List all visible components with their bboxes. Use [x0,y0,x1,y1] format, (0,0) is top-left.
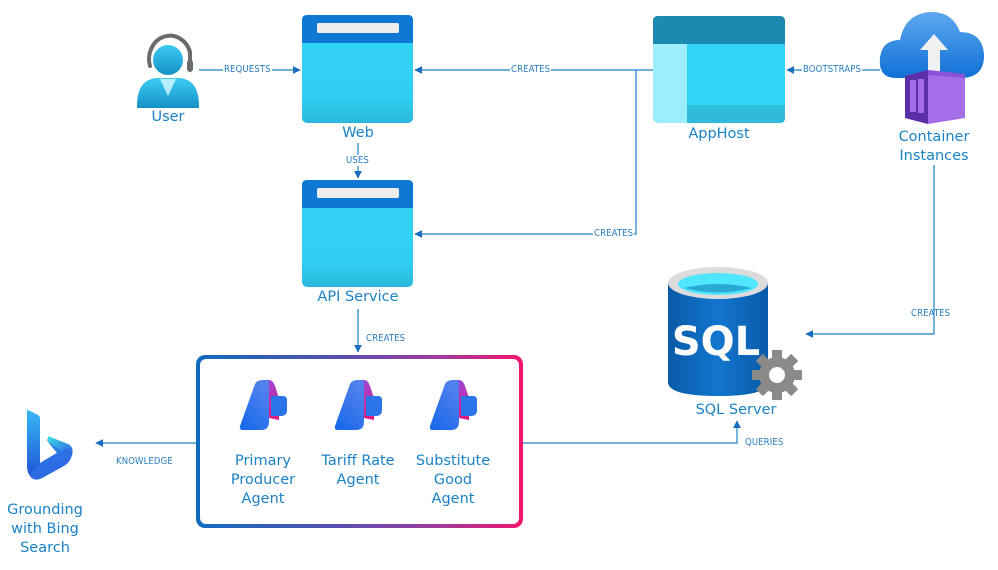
sql-icon-text: SQL [672,319,760,365]
sql-server-label: SQL Server [695,402,777,418]
edge-queries [523,420,741,444]
agent-label: Substitute Good Agent [415,453,491,507]
api-service-label: API Service [317,289,399,305]
apphost-window-icon[interactable] [653,16,785,123]
bing-label: Grounding with Bing Search [7,502,83,556]
user-headset-icon[interactable] [137,33,199,108]
edge-label-queries: QUERIES [745,437,784,448]
agent-label: Tariff Rate Agent [321,453,395,488]
web-label: Web [342,125,374,141]
user-label: User [151,109,185,125]
edge-label-requests: REQUESTS [223,64,272,75]
edge-label-creates-sql: CREATES [911,308,951,319]
edge-label-creates-agents: CREATES [366,333,406,344]
apphost-label: AppHost [688,126,750,142]
edge-label-creates-api: CREATES [593,228,635,239]
sql-server-icon[interactable]: SQL [668,267,768,396]
agent-label: Primary Producer Agent [230,453,296,507]
edge-apphost-creates-api [414,70,637,238]
bing-icon[interactable] [27,409,73,480]
web-app-window-icon[interactable] [302,15,413,123]
edge-label-bootstraps: BOOTSTRAPS [802,64,862,75]
api-app-window-icon[interactable] [302,180,413,287]
edge-label-creates-web: CREATES [510,64,552,75]
edge-container-creates-sql [805,165,935,338]
container-instances-label: Container Instances [898,129,970,164]
edge-label-knowledge: KNOWLEDGE [116,456,173,467]
edge-label-uses: USES [345,155,370,166]
gear-icon [752,350,802,400]
container-instances-icon[interactable] [879,11,985,124]
